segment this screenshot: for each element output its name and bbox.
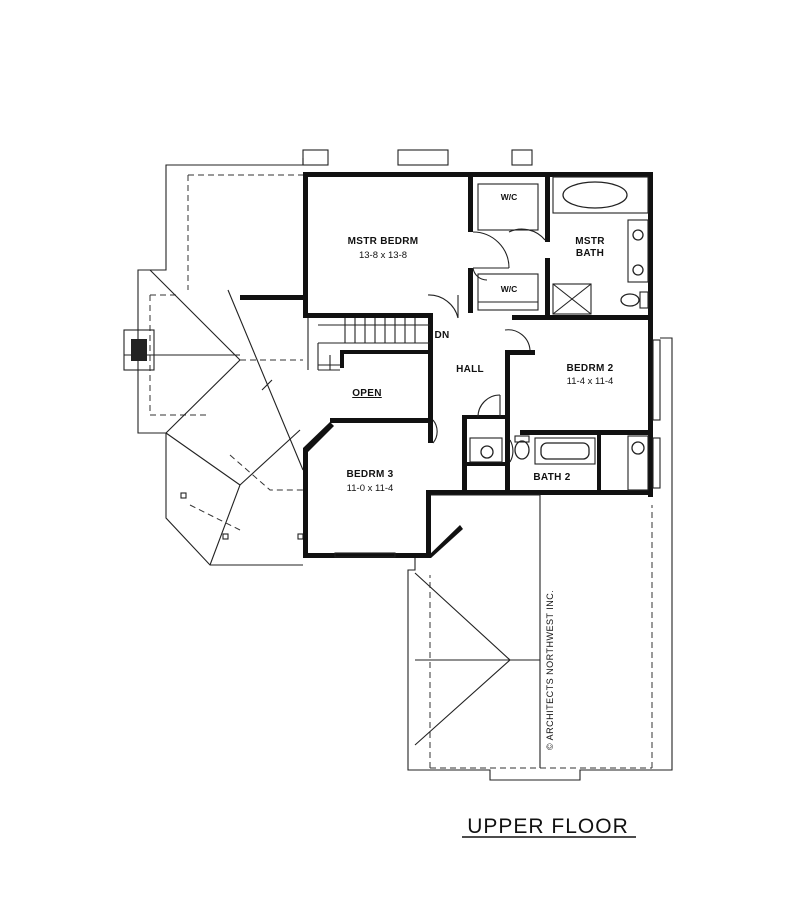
copyright-text: © ARCHITECTS NORTHWEST INC. [545,590,555,750]
bedroom3-dims: 11-0 x 11-4 [347,483,394,494]
master-bath-fixtures [552,176,649,315]
wic-bottom-label: W/C [501,284,518,294]
hall-label: HALL [456,364,484,375]
master-bath-label-2: BATH [576,248,604,259]
left-roof [123,158,304,566]
bedroom2-label: BEDRM 2 [566,363,613,374]
open-label: OPEN [352,388,382,399]
master-bedroom-dims: 13-8 x 13-8 [359,250,407,261]
top-windows [302,149,533,166]
master-bath-label-1: MSTR [575,236,605,247]
doors [427,228,546,463]
exterior-walls [240,172,653,558]
wic-top-label: W/C [501,192,518,202]
bedroom2-dims: 11-4 x 11-4 [567,376,614,387]
master-bedroom-label: MSTR BEDRM [348,236,419,247]
bath2-fixtures [469,435,649,491]
bath2-label: BATH 2 [533,472,570,483]
right-windows [334,339,661,558]
stairs [307,318,430,371]
interior-walls [303,172,653,495]
bedroom3-label: BEDRM 3 [346,469,393,480]
room-labels: MSTR BEDRM 13-8 x 13-8 W/C W/C MSTR BATH… [346,192,613,494]
garage-roof [407,337,673,781]
down-label: DN [434,330,449,341]
plan-title: UPPER FLOOR [467,815,629,838]
